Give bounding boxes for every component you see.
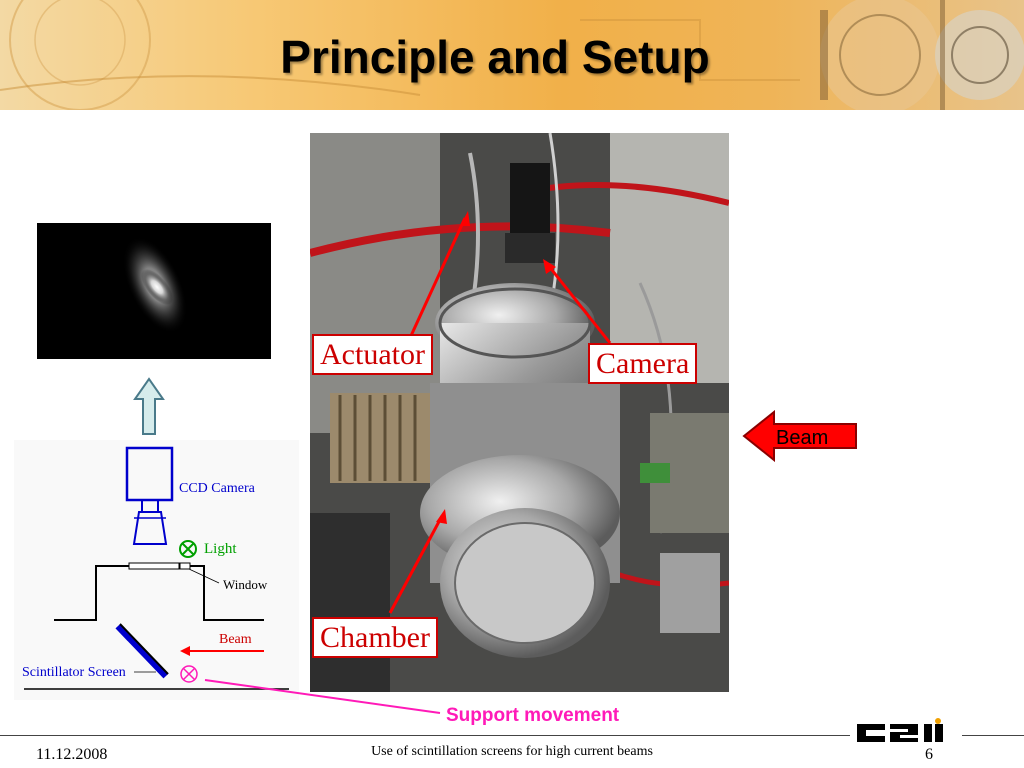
header-banner: Principle and Setup [0,0,1024,110]
ccd-camera-lens [132,511,168,545]
diagram-beam-label: Beam [219,632,252,647]
footer-date: 11.12.2008 [36,746,108,763]
window-label: Window [223,577,268,592]
light-label: Light [204,541,237,557]
setup-photo: Actuator Camera Chamber [310,133,729,692]
scintillator-screen [115,623,169,679]
beam-arrow-left-icon [742,410,857,462]
window-symbol [128,562,180,570]
beam-spot-image [37,223,271,359]
support-movement-label: Support movement [446,705,620,726]
footer-divider [0,735,850,736]
actuator-label: Actuator [312,334,433,375]
page-number: 6 [925,746,933,763]
ccd-camera-label: CCD Camera [179,481,255,496]
gsi-logo [852,718,962,753]
footer-title: Use of scintillation screens for high cu… [371,744,653,759]
slide-title: Principle and Setup [280,31,710,83]
beam-arrow-label: Beam [776,427,829,449]
up-arrow-icon [133,377,165,435]
light-symbol [179,540,197,558]
camera-label: Camera [588,343,698,384]
beam-cross-symbol [180,665,198,683]
header-decoration [0,0,1024,110]
setup-schematic [14,440,299,700]
chamber-label: Chamber [312,617,438,658]
footer-divider-right [962,735,1024,736]
scintillator-screen-label: Scintillator Screen [22,665,126,680]
